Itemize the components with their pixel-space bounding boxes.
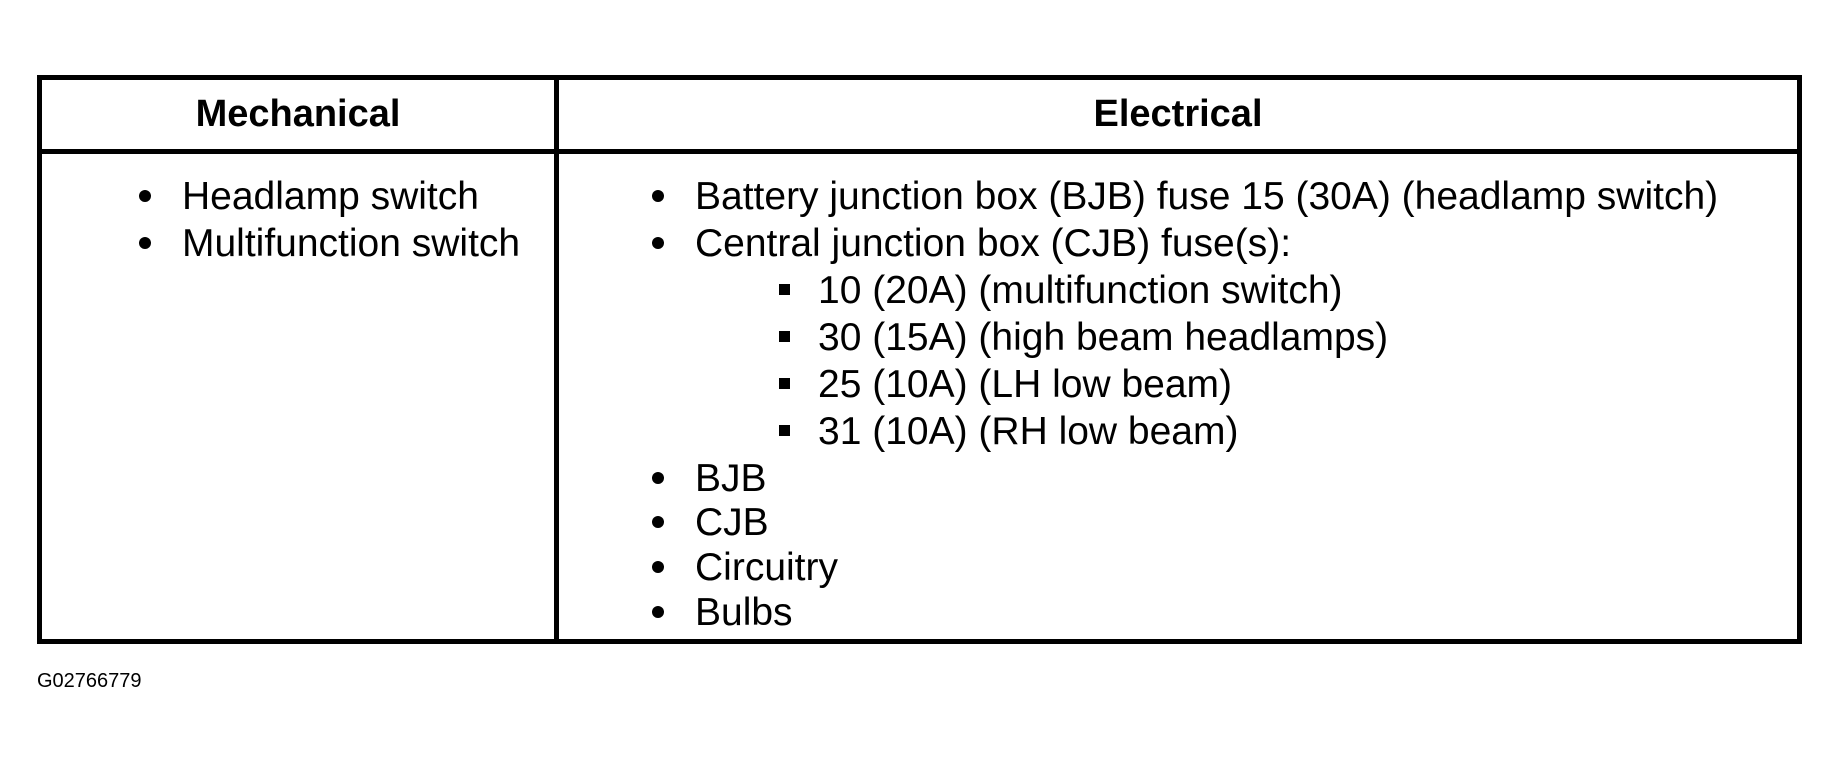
diagnosis-table: Mechanical Electrical Headlamp switch Mu… [37,75,1802,644]
bullet-icon [652,472,664,484]
bullet-icon [652,516,664,528]
bullet-icon [652,190,664,202]
header-electrical: Electrical [1093,93,1263,135]
header-mechanical: Mechanical [195,93,401,135]
list-item-electrical: Circuitry [695,546,838,589]
bullet-icon [652,237,664,249]
list-item-electrical: CJB [695,501,769,544]
bullet-icon [139,237,151,249]
column-divider [554,80,559,639]
list-item-electrical: BJB [695,457,767,500]
list-item-electrical: Central junction box (CJB) fuse(s): [695,222,1292,265]
figure-id: G02766779 [37,670,142,692]
square-bullet-icon [779,378,790,389]
list-item-electrical: Battery junction box (BJB) fuse 15 (30A)… [695,175,1719,218]
square-bullet-icon [779,284,790,295]
bullet-icon [652,561,664,573]
list-item-fuse: 25 (10A) (LH low beam) [818,363,1232,406]
header-divider [42,149,1797,154]
list-item-fuse: 30 (15A) (high beam headlamps) [818,316,1389,359]
list-item-fuse: 31 (10A) (RH low beam) [818,410,1239,453]
list-item-electrical: Bulbs [695,591,793,634]
bullet-icon [139,190,151,202]
list-item-mechanical: Multifunction switch [182,222,521,265]
square-bullet-icon [779,425,790,436]
list-item-mechanical: Headlamp switch [182,175,479,218]
square-bullet-icon [779,331,790,342]
bullet-icon [652,606,664,618]
list-item-fuse: 10 (20A) (multifunction switch) [818,269,1343,312]
